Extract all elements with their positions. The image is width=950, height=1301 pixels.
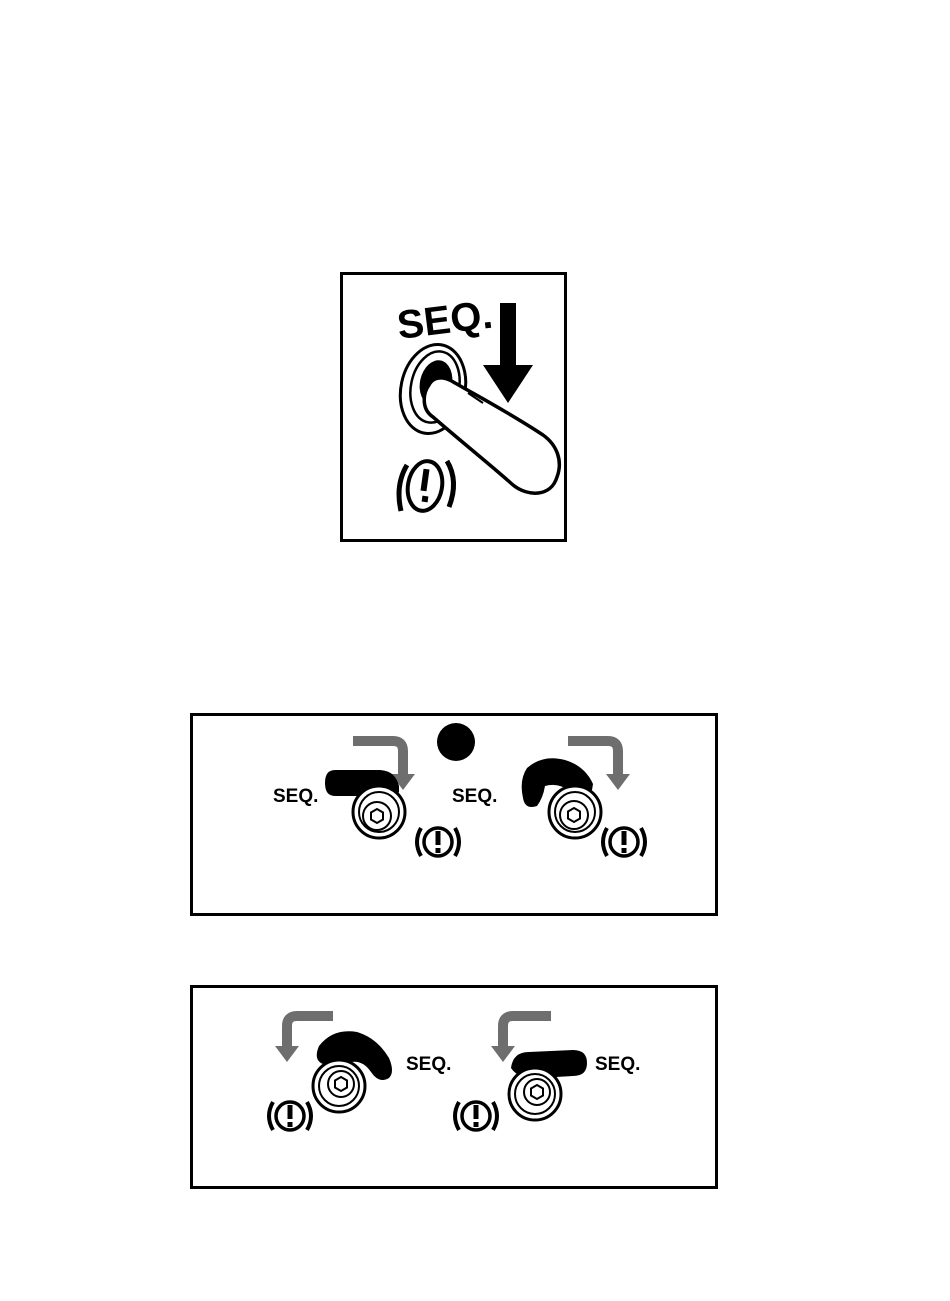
seq-label: SEQ. xyxy=(395,293,495,348)
seq-label-bottom-left: SEQ. xyxy=(406,1054,451,1075)
warning-icon-right: (!) xyxy=(603,828,645,856)
lever-right-state: SEQ. (!) xyxy=(452,741,645,856)
lever-right-release: SEQ. (!) xyxy=(455,1016,640,1130)
warning-icon-bottom-right: (!) xyxy=(455,1102,497,1130)
lever-left-state: SEQ. (!) xyxy=(273,741,459,856)
lever-closeup-panel: SEQ. (!) xyxy=(340,272,567,542)
lever-base-bottom-right xyxy=(509,1068,561,1120)
lever-engage-drawing: SEQ. (!) xyxy=(193,716,715,913)
lever-left-release: SEQ. (!) xyxy=(269,1016,451,1130)
warning-icon-left: (!) xyxy=(417,828,459,856)
warning-icon: (!) xyxy=(399,458,454,513)
seq-label-left: SEQ. xyxy=(273,786,318,807)
lever-engage-panel: SEQ. (!) xyxy=(190,713,718,916)
lever-release-panel: SEQ. (!) SEQ. xyxy=(190,985,718,1189)
lever-closeup-drawing: SEQ. (!) xyxy=(343,275,564,539)
lever-release-drawing: SEQ. (!) SEQ. xyxy=(193,988,715,1186)
warning-icon-bottom-left: (!) xyxy=(269,1102,311,1130)
lever-base-bottom-left xyxy=(313,1060,365,1112)
seq-label-right: SEQ. xyxy=(452,786,497,807)
lever-base-left xyxy=(353,786,405,838)
seq-label-bottom-right: SEQ. xyxy=(595,1054,640,1075)
lever-base-right xyxy=(549,786,601,838)
step-dot-marker xyxy=(437,723,475,761)
lever-handle xyxy=(424,378,559,493)
